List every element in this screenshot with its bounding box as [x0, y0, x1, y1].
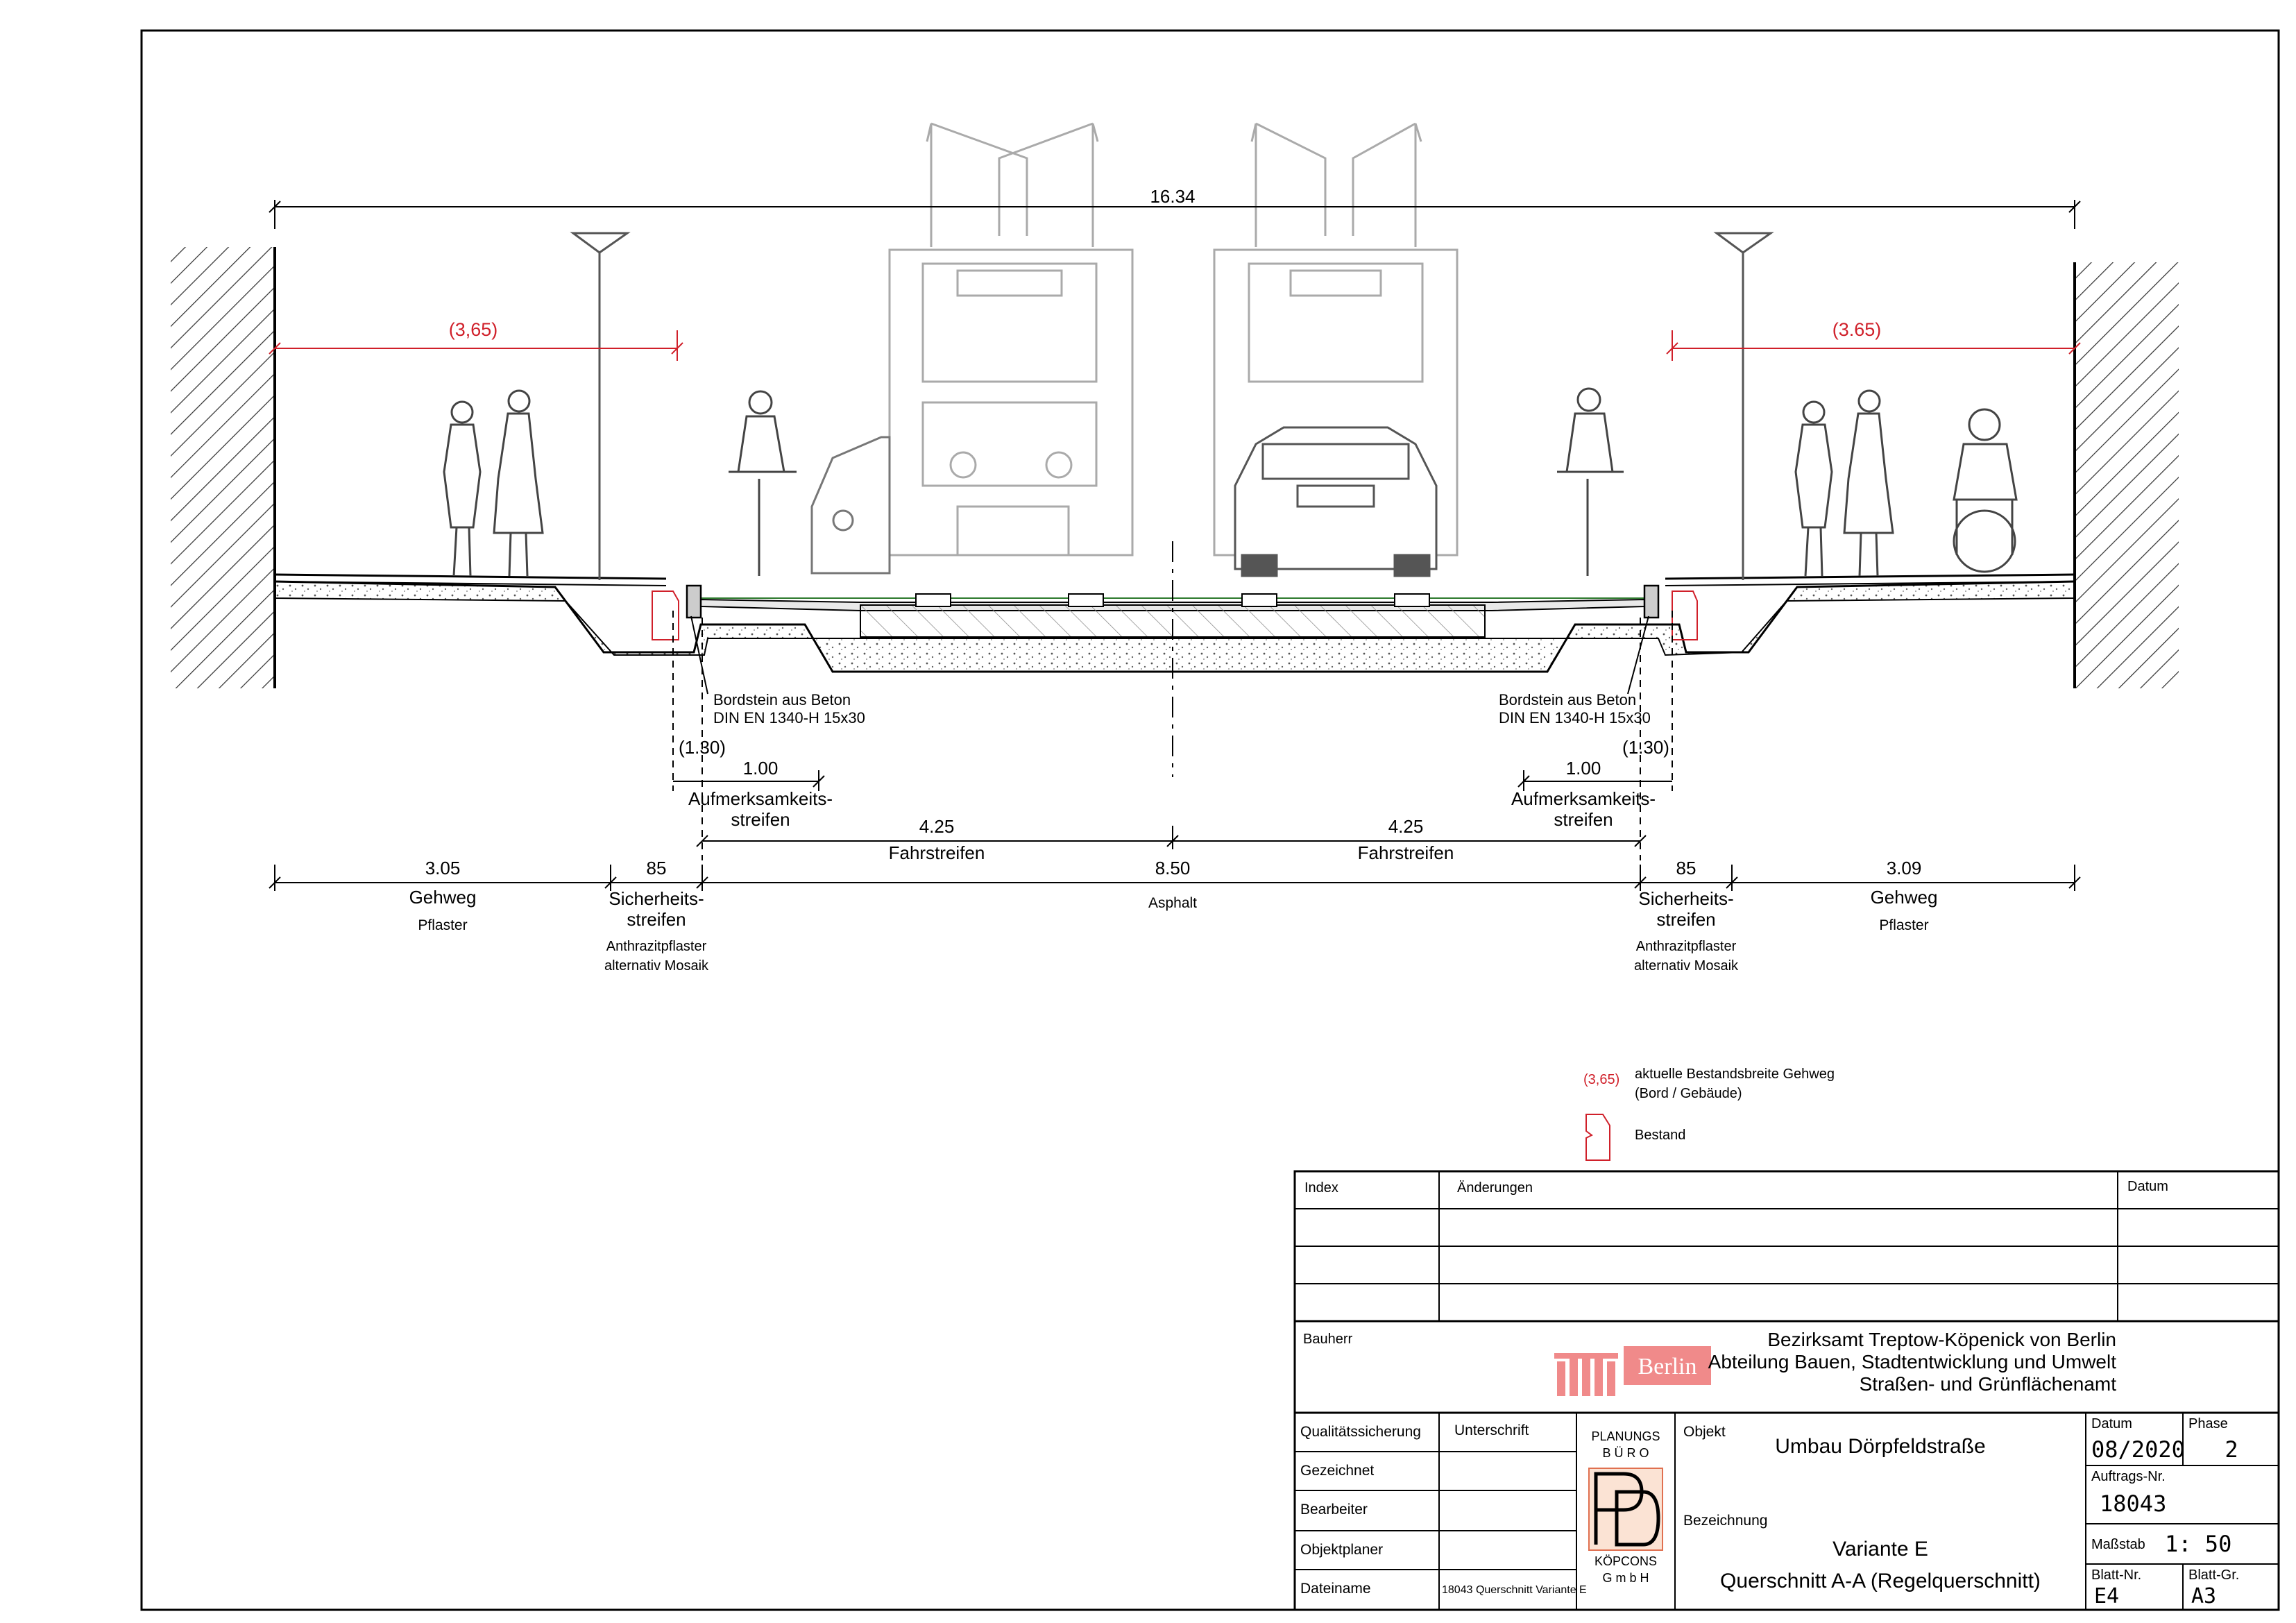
tb-client-line-1: Bezirksamt Treptow-Köpenick von Berlin	[1767, 1329, 2116, 1350]
tram-left	[888, 122, 1134, 556]
sidewalk-surface-left: Pflaster	[418, 917, 467, 933]
strip-name-right-1: Aufmerksamkeits-	[1511, 788, 1656, 809]
lane-name-right: Fahrstreifen	[1358, 842, 1454, 863]
tb-client-label: Bauherr	[1303, 1332, 1352, 1347]
safety-surface-right-2: alternativ Mosaik	[1634, 958, 1739, 974]
sidewalk-width-left: 3.05	[425, 858, 461, 878]
strip-name-right-2: streifen	[1554, 809, 1613, 830]
tb-drawn: Gezeichnet	[1300, 1463, 1374, 1479]
tb-designation-label: Bezeichnung	[1683, 1513, 1767, 1529]
tb-sheet-value: E4	[2094, 1584, 2119, 1608]
carriageway-width: 8.50	[1155, 858, 1191, 878]
tb-date-label: Datum	[2091, 1416, 2132, 1431]
tb-firm-4: G m b H	[1602, 1571, 1649, 1585]
sidewalk-name-left: Gehweg	[409, 887, 477, 908]
tb-object-label: Objekt	[1683, 1424, 1726, 1440]
strip-small-right: (1.30)	[1622, 737, 1669, 758]
legend-existing-symbol: (3,65)	[1583, 1072, 1619, 1087]
tb-planner: Objektplaner	[1300, 1542, 1383, 1558]
firm-logo	[1588, 1468, 1663, 1551]
tb-firm-2: B Ü R O	[1602, 1446, 1649, 1460]
legend: (3,65) aktuelle Bestandsbreite Gehweg (B…	[1583, 1067, 1835, 1161]
sidewalk-name-right: Gehweg	[1871, 887, 1938, 908]
pedestrians-right	[1794, 389, 1894, 577]
tb-firm-1: PLANUNGS	[1591, 1429, 1660, 1443]
strip-name-left-2: streifen	[731, 809, 790, 830]
road-section	[274, 573, 2075, 673]
tb-date-value: 08/2020	[2091, 1436, 2185, 1463]
strip-width-right: 1.00	[1566, 758, 1601, 779]
tb-order-label: Auftrags-Nr.	[2091, 1469, 2166, 1484]
cyclist-right	[1557, 387, 1624, 576]
drawing-frame	[140, 29, 2280, 1611]
tb-editor: Bearbeiter	[1300, 1502, 1368, 1518]
tb-filename-label: Dateiname	[1300, 1581, 1371, 1597]
tb-sheet-label: Blatt-Nr.	[2091, 1567, 2141, 1583]
legend-existing-text-1: aktuelle Bestandsbreite Gehweg	[1635, 1067, 1835, 1082]
title-block	[1293, 1170, 2280, 1611]
berlin-logo-text: Berlin	[1638, 1354, 1697, 1379]
curb-label-left-2: DIN EN 1340-H 15x30	[713, 709, 865, 726]
wheelchair-user	[1953, 408, 2018, 573]
safety-name-left-1: Sicherheits-	[609, 888, 704, 909]
curb-label-right-2: DIN EN 1340-H 15x30	[1499, 709, 1651, 726]
existing-width-left: (3,65)	[449, 319, 498, 340]
tb-designation-1: Variante E	[1832, 1538, 1928, 1561]
carriageway-surface: Asphalt	[1148, 895, 1197, 911]
tb-date-header: Datum	[2127, 1179, 2168, 1194]
lane-name-left: Fahrstreifen	[889, 842, 985, 863]
tb-order-value: 18043	[2100, 1490, 2166, 1517]
safety-surface-left-2: alternativ Mosaik	[604, 958, 709, 974]
tb-object: Umbau Dörpfeldstraße	[1775, 1435, 1985, 1458]
tb-signature: Unterschrift	[1454, 1422, 1529, 1438]
safety-width-right: 85	[1676, 858, 1697, 878]
safety-name-left-2: streifen	[627, 909, 686, 930]
building-right	[2073, 262, 2179, 688]
car-right	[1234, 426, 1438, 577]
safety-surface-right-1: Anthrazitpflaster	[1636, 939, 1737, 954]
tb-qa: Qualitätssicherung	[1300, 1424, 1421, 1440]
sidewalk-width-right: 3.09	[1887, 858, 1922, 878]
strip-width-left: 1.00	[743, 758, 779, 779]
tb-phase-label: Phase	[2188, 1416, 2228, 1431]
tb-phase-value: 2	[2225, 1436, 2238, 1463]
tb-client-line-2: Abteilung Bauen, Stadtentwicklung und Um…	[1708, 1351, 2117, 1373]
building-left	[171, 247, 276, 688]
lane-width-left: 4.25	[919, 816, 955, 837]
tb-filename: 18043 Querschnitt Variante E	[1442, 1584, 1587, 1596]
tb-size-label: Blatt-Gr.	[2188, 1567, 2239, 1583]
curb-label-right-1: Bordstein aus Beton	[1499, 691, 1636, 708]
tb-firm-3: KÖPCONS	[1595, 1554, 1657, 1568]
safety-name-right-1: Sicherheits-	[1638, 888, 1733, 909]
tb-client-line-3: Straßen- und Grünflächenamt	[1860, 1373, 2117, 1395]
legend-stock: Bestand	[1635, 1128, 1685, 1143]
existing-width-right: (3.65)	[1832, 319, 1882, 340]
tb-size-value: A3	[2191, 1584, 2216, 1608]
legend-existing-curb-icon	[1585, 1114, 1610, 1161]
lamp-right	[1713, 232, 1774, 580]
curb-label-left-1: Bordstein aus Beton	[713, 691, 851, 708]
tb-scale-value: 1: 50	[2165, 1531, 2231, 1557]
strip-name-left-1: Aufmerksamkeits-	[688, 788, 833, 809]
berlin-logo: Berlin	[1554, 1346, 1711, 1396]
safety-name-right-2: streifen	[1656, 909, 1715, 930]
tb-scale-label: Maßstab	[2091, 1537, 2145, 1552]
sidewalk-surface-right: Pflaster	[1879, 917, 1928, 933]
tb-designation-2: Querschnitt A-A (Regelquerschnitt)	[1720, 1570, 2041, 1592]
legend-existing-text-2: (Bord / Gebäude)	[1635, 1086, 1742, 1101]
overall-width: 16.34	[1150, 186, 1195, 207]
tb-changes: Änderungen	[1457, 1180, 1533, 1196]
car-left	[810, 436, 891, 575]
safety-width-left: 85	[647, 858, 667, 878]
strip-small-left: (1.30)	[679, 737, 726, 758]
lamp-left	[570, 232, 631, 580]
pedestrians-left	[443, 389, 544, 577]
lane-width-right: 4.25	[1388, 816, 1424, 837]
cyclist-left	[729, 390, 797, 576]
safety-surface-left-1: Anthrazitpflaster	[606, 939, 707, 954]
tb-index: Index	[1304, 1180, 1338, 1196]
